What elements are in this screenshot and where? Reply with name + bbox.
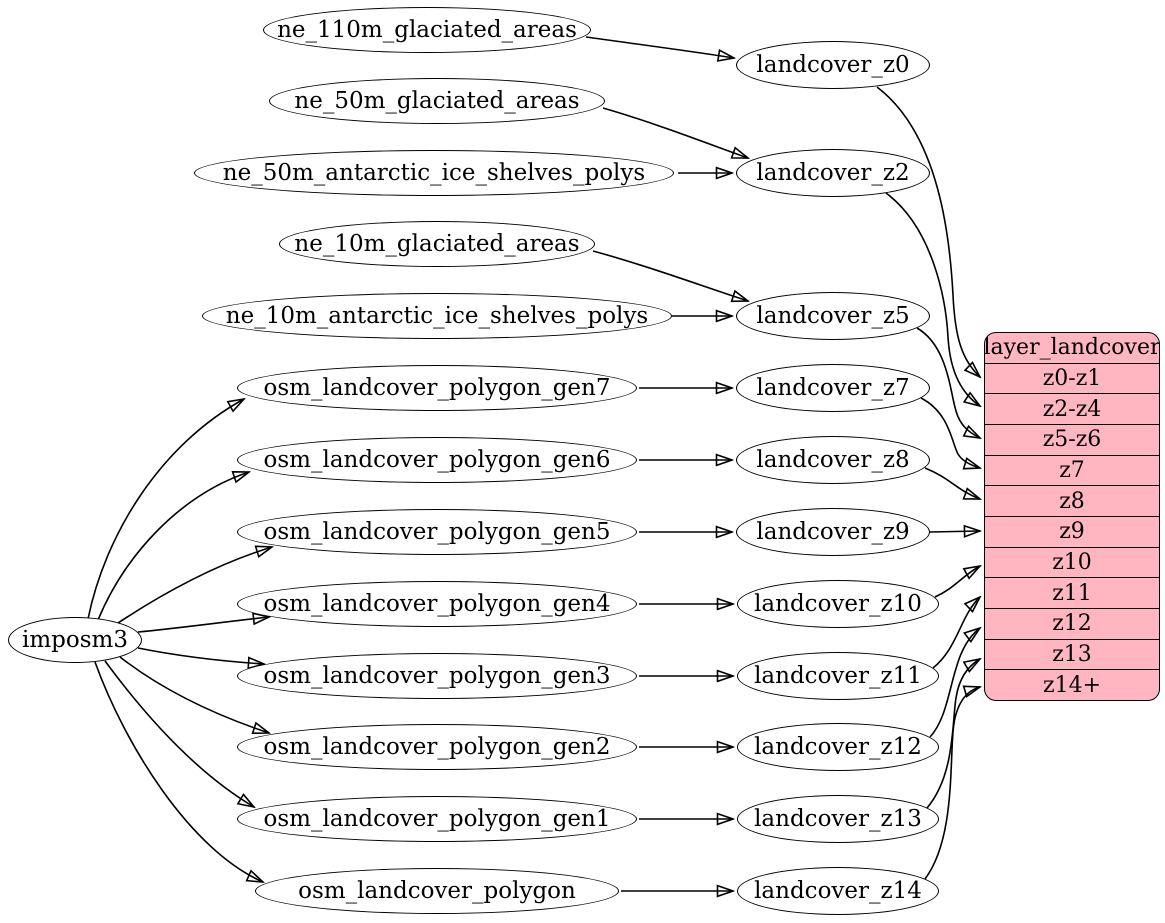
table-row-z14plus: z14+ — [985, 669, 1159, 700]
edge-ne-110m-glaciated-areas-to-landcover-z0 — [585, 36, 734, 58]
node-label: osm_landcover_polygon — [298, 878, 576, 904]
edge-imposm3-to-osm-landcover-polygon-gen3 — [137, 647, 264, 664]
edge-ne-10m-glaciated-areas-to-landcover-z5 — [592, 250, 748, 301]
edge-landcover-z0-to-row-z0-z1 — [876, 86, 980, 377]
node-osm-landcover-polygon-gen4: osm_landcover_polygon_gen4 — [237, 581, 637, 627]
table-row-z12: z12 — [985, 608, 1159, 639]
node-landcover-z7: landcover_z7 — [736, 364, 930, 412]
node-osm-landcover-polygon-gen6: osm_landcover_polygon_gen6 — [237, 437, 637, 483]
table-row-z0-z1: z0-z1 — [985, 362, 1159, 394]
node-osm-landcover-polygon-gen2: osm_landcover_polygon_gen2 — [237, 724, 637, 770]
node-label: imposm3 — [22, 627, 128, 653]
edge-imposm3-to-osm-landcover-polygon-gen2 — [119, 656, 269, 733]
node-label: landcover_z10 — [754, 591, 922, 617]
node-osm-landcover-polygon-gen3: osm_landcover_polygon_gen3 — [237, 653, 637, 699]
node-label: landcover_z13 — [754, 806, 922, 832]
node-label: osm_landcover_polygon_gen5 — [263, 519, 611, 545]
node-label: landcover_z0 — [756, 52, 910, 78]
table-row-z13: z13 — [985, 638, 1159, 670]
node-label: landcover_z7 — [756, 375, 910, 401]
node-ne-10m-glaciated-areas: ne_10m_glaciated_areas — [279, 221, 595, 267]
node-ne-50m-antarctic-ice-shelves-polys: ne_50m_antarctic_ice_shelves_polys — [194, 150, 674, 196]
edge-landcover-z12-to-row-z12 — [929, 628, 980, 738]
node-label: ne_50m_glaciated_areas — [294, 88, 580, 114]
node-label: landcover_z2 — [756, 160, 910, 186]
node-label: landcover_z14 — [754, 878, 922, 904]
table-row-z7: z7 — [985, 454, 1159, 486]
table-row-z8: z8 — [985, 485, 1159, 516]
node-ne-110m-glaciated-areas: ne_110m_glaciated_areas — [263, 7, 591, 53]
edge-landcover-z13-to-row-z13 — [926, 659, 980, 809]
node-landcover-z2: landcover_z2 — [736, 149, 930, 197]
node-label: landcover_z11 — [754, 663, 922, 689]
node-label: osm_landcover_polygon_gen4 — [263, 591, 611, 617]
edge-landcover-z8-to-row-z8 — [924, 467, 980, 499]
table-row-z11: z11 — [985, 577, 1159, 608]
node-osm-landcover-polygon-gen5: osm_landcover_polygon_gen5 — [237, 509, 637, 555]
edge-landcover-z14-to-row-z14plus — [924, 687, 980, 880]
edge-imposm3-to-osm-landcover-polygon — [94, 661, 263, 882]
table-layer-landcover: layer_landcover z0-z1 z2-z4 z5-z6 z7 z8 … — [984, 332, 1160, 701]
node-osm-landcover-polygon-gen1: osm_landcover_polygon_gen1 — [237, 796, 637, 842]
edge-landcover-z10-to-row-z10 — [934, 566, 980, 598]
node-label: osm_landcover_polygon_gen1 — [263, 806, 611, 832]
node-label: landcover_z9 — [756, 519, 910, 545]
edge-ne-50m-glaciated-areas-to-landcover-z2 — [602, 107, 748, 158]
edge-imposm3-to-osm-landcover-polygon-gen7 — [87, 399, 244, 620]
node-landcover-z5: landcover_z5 — [736, 292, 930, 340]
node-landcover-z8: landcover_z8 — [736, 436, 930, 484]
node-label: osm_landcover_polygon_gen3 — [263, 663, 611, 689]
node-label: osm_landcover_polygon_gen7 — [263, 375, 611, 401]
edge-imposm3-to-osm-landcover-polygon-gen1 — [104, 660, 254, 807]
node-label: landcover_z5 — [756, 303, 910, 329]
edge-landcover-z2-to-row-z2-z4 — [885, 192, 980, 406]
node-landcover-z12: landcover_z12 — [737, 723, 939, 771]
edge-landcover-z5-to-row-z5-z6 — [916, 327, 980, 438]
node-landcover-z10: landcover_z10 — [737, 580, 939, 628]
edge-imposm3-to-osm-landcover-polygon-gen5 — [114, 547, 272, 626]
node-label: ne_50m_antarctic_ice_shelves_polys — [222, 160, 646, 186]
node-landcover-z9: landcover_z9 — [736, 508, 930, 556]
node-label: osm_landcover_polygon_gen6 — [263, 447, 611, 473]
node-label: landcover_z12 — [754, 734, 922, 760]
node-label: ne_110m_glaciated_areas — [277, 17, 577, 43]
edge-imposm3-to-osm-landcover-polygon-gen6 — [97, 472, 249, 621]
edge-landcover-z7-to-row-z7 — [920, 397, 980, 468]
table-row-z5-z6: z5-z6 — [985, 424, 1159, 455]
node-ne-10m-antarctic-ice-shelves-polys: ne_10m_antarctic_ice_shelves_polys — [202, 293, 672, 339]
table-row-z10: z10 — [985, 546, 1159, 578]
node-landcover-z14: landcover_z14 — [737, 867, 939, 915]
edge-landcover-z9-to-row-z9 — [929, 531, 980, 532]
node-ne-50m-glaciated-areas: ne_50m_glaciated_areas — [269, 78, 605, 124]
table-header: layer_landcover — [984, 335, 1160, 361]
node-imposm3: imposm3 — [8, 617, 142, 663]
node-label: ne_10m_antarctic_ice_shelves_polys — [225, 303, 649, 329]
node-osm-landcover-polygon-gen7: osm_landcover_polygon_gen7 — [237, 365, 637, 411]
table-row-z9: z9 — [985, 516, 1159, 547]
table-row-z2-z4: z2-z4 — [985, 393, 1159, 424]
edge-imposm3-to-osm-landcover-polygon-gen4 — [137, 617, 269, 633]
node-label: landcover_z8 — [756, 447, 910, 473]
node-label: osm_landcover_polygon_gen2 — [263, 734, 611, 760]
node-landcover-z0: landcover_z0 — [736, 41, 930, 89]
node-label: ne_10m_glaciated_areas — [294, 231, 580, 257]
node-landcover-z13: landcover_z13 — [737, 795, 939, 843]
node-osm-landcover-polygon: osm_landcover_polygon — [255, 868, 619, 914]
node-landcover-z11: landcover_z11 — [737, 652, 939, 700]
edge-landcover-z11-to-row-z11 — [932, 597, 980, 669]
